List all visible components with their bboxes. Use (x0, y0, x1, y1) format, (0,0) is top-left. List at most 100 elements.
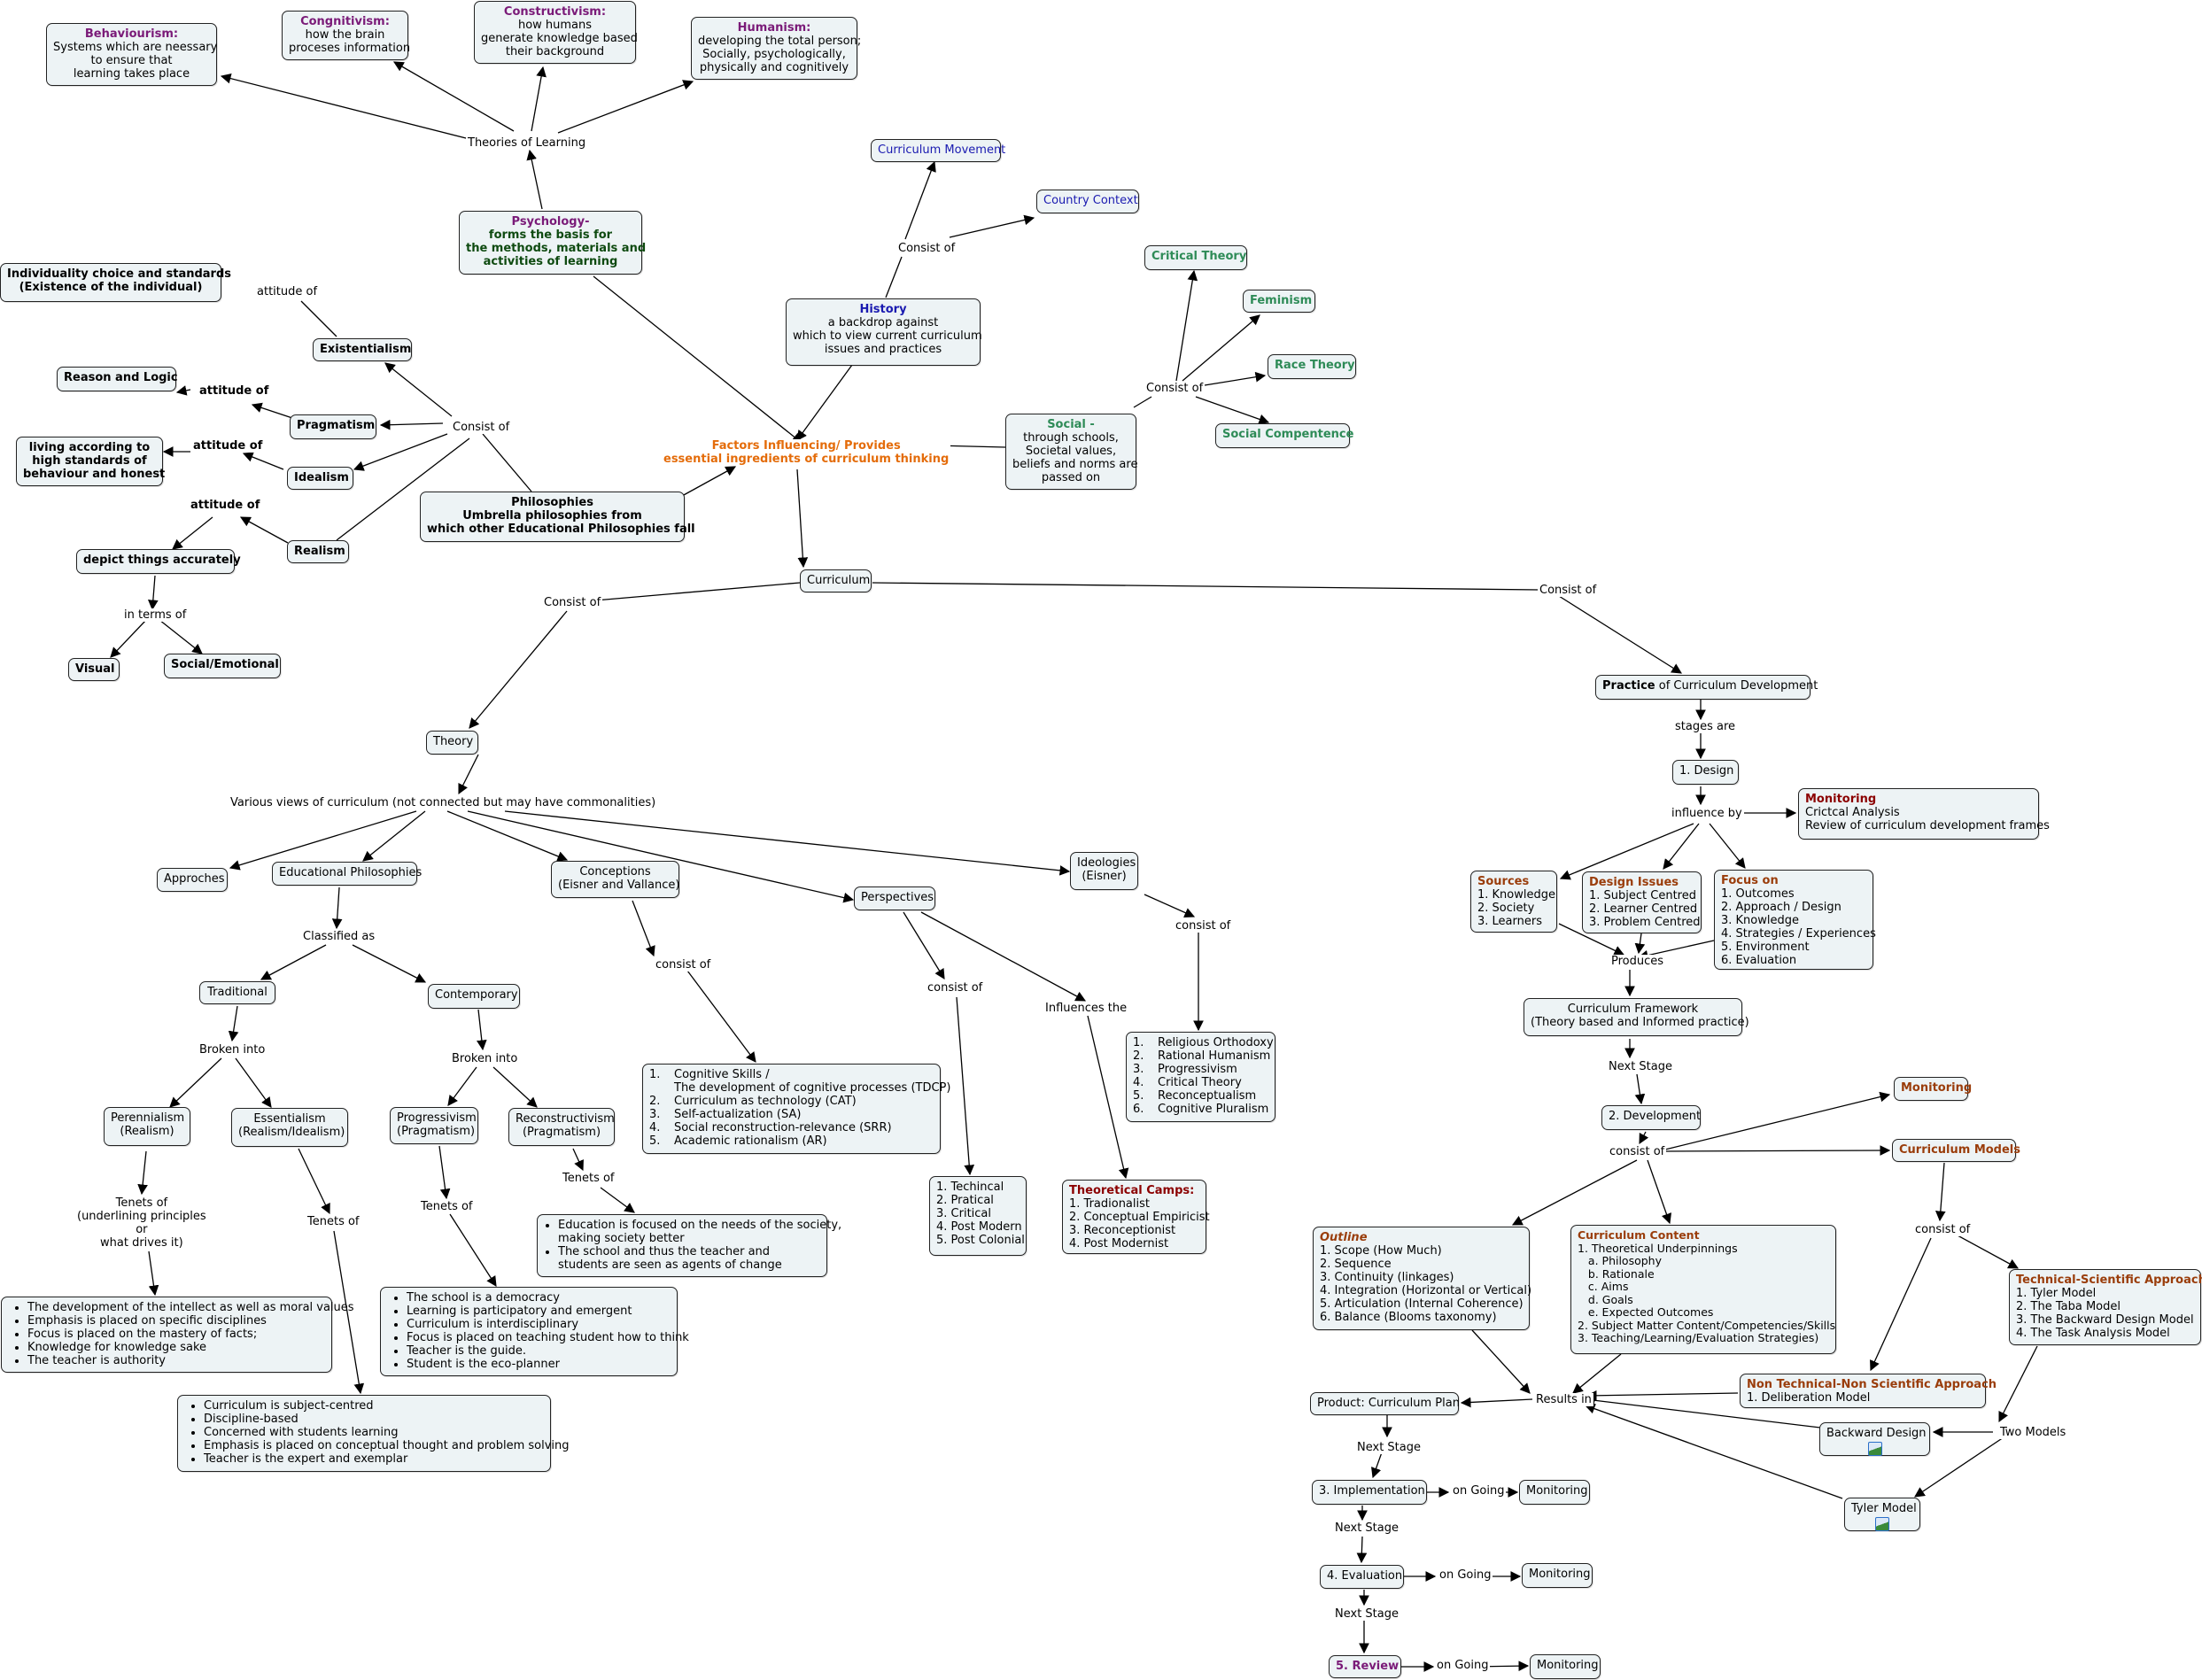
social-emotional-node[interactable]: Social/Emotional (164, 654, 281, 678)
monitoring-design-box[interactable]: Monitoring Crictcal Analysis Review of c… (1798, 788, 2050, 840)
node-text: Social Compentence (1222, 428, 1354, 441)
tyler-model-node[interactable]: Tyler Model (1844, 1498, 1920, 1531)
curriculum-movement-node[interactable]: Curriculum Movement (871, 139, 1005, 162)
connector-line (384, 362, 453, 417)
evaluation-stage-node[interactable]: 4. Evaluation (1320, 1565, 1404, 1589)
psychology-node[interactable]: Psychology- forms the basis for the meth… (459, 211, 646, 275)
tenet-item: Focus is placed on the mastery of facts; (27, 1328, 325, 1341)
connector-line (593, 275, 802, 444)
philosophies-node[interactable]: Philosophies Umbrella philosophies from … (420, 492, 695, 542)
list-item: 6. Evaluation (1721, 954, 1797, 967)
connector-line (477, 1009, 487, 1051)
list-item: 1. Outcomes (1721, 887, 1795, 901)
backward-design-node[interactable]: Backward Design (1819, 1422, 1930, 1456)
node-text: Umbrella philosophies from (462, 509, 642, 523)
traditional-node[interactable]: Traditional (199, 981, 275, 1004)
curriculum-consist-left-label: Consist of (542, 596, 603, 609)
approches-node[interactable]: Approches (157, 868, 228, 892)
pragmatism-node[interactable]: Pragmatism (290, 414, 376, 439)
country-context-node[interactable]: Country Context (1036, 190, 1139, 213)
box-title: Focus on (1721, 874, 1779, 887)
idealism-node[interactable]: Idealism (287, 467, 353, 490)
perennialism-node[interactable]: Perennialism (Realism) (104, 1107, 190, 1146)
connector-line (1182, 314, 1260, 382)
node-text: how the brain (305, 28, 385, 42)
curriculum-framework-node[interactable]: Curriculum Framework (Theory based and I… (1524, 998, 1749, 1036)
product-curriculum-plan-node[interactable]: Product: Curriculum Plan (1310, 1392, 1460, 1415)
item-number: 1. (1133, 1036, 1144, 1049)
node-text: high standards of (32, 454, 147, 468)
behaviourism-node[interactable]: Behaviourism: Systems which are neessary… (46, 23, 217, 86)
list-item: 2.Rational Humanism (1133, 1049, 1270, 1063)
image-attachment-icon[interactable] (1875, 1517, 1889, 1531)
curriculum-models-node[interactable]: Curriculum Models (1892, 1139, 2020, 1162)
review-stage-node[interactable]: 5. Review (1329, 1655, 1401, 1678)
image-attachment-icon[interactable] (1867, 1442, 1882, 1456)
connector-line (1371, 1452, 1383, 1479)
connector-line (446, 810, 569, 862)
reconstructivism-node[interactable]: Reconstructivism (Pragmatism) (508, 1108, 615, 1146)
social-node[interactable]: Social - through schools, Societal value… (1005, 414, 1137, 490)
node-text: developing the total person; (698, 35, 862, 48)
practice-node[interactable]: Practice of Curriculum Development (1595, 675, 1818, 700)
list-item: 5.Reconceptualism (1133, 1089, 1268, 1103)
monitoring-development-node[interactable]: Monitoring (1894, 1077, 1972, 1101)
connector-line (1663, 823, 1700, 870)
connector-line (1634, 1073, 1646, 1105)
list-item: 1. Deliberation Model (1747, 1391, 1871, 1405)
feminism-node[interactable]: Feminism (1243, 290, 1315, 313)
connector-line (1584, 1404, 1843, 1499)
node-text: of Curriculum Development (1655, 679, 1818, 693)
history-node[interactable]: History a backdrop against which to view… (786, 298, 982, 366)
development-consist-label: consist of (1608, 1145, 1667, 1158)
development-stage-node[interactable]: 2. Development (1601, 1105, 1701, 1130)
connector-line (353, 433, 448, 471)
living-standards-node[interactable]: living according to high standards of be… (16, 437, 166, 486)
humanism-node[interactable]: Humanism: developing the total person; S… (691, 17, 862, 80)
essentialism-node[interactable]: Essentialism (Realism/Idealism) (231, 1108, 348, 1147)
list-item: 3. Critical (936, 1207, 992, 1220)
realism-node[interactable]: Realism (287, 540, 349, 563)
ideologies-node[interactable]: Ideologies (Eisner) (1070, 852, 1138, 890)
social-competence-node[interactable]: Social Compentence (1215, 423, 1354, 448)
node-text: Tyler Model (1851, 1502, 1917, 1515)
node-text: (Eisner and Vallance) (558, 879, 680, 892)
existentialism-node[interactable]: Existentialism (313, 338, 412, 361)
tenet-item: Student is the eco-planner (407, 1358, 671, 1371)
item-text: Curriculum as technology (CAT) (674, 1095, 857, 1108)
depict-accurately-node[interactable]: depict things accurately (76, 549, 241, 574)
node-text: Curriculum Models (1899, 1143, 2021, 1157)
contemporary-node[interactable]: Contemporary (428, 984, 520, 1009)
list-item: 2. Approach / Design (1721, 901, 1841, 914)
perspectives-list-box: 1. Techincal 2. Pratical 3. Critical 4. … (929, 1176, 1027, 1256)
educational-philosophies-node[interactable]: Educational Philosophies (272, 862, 422, 886)
race-theory-node[interactable]: Race Theory (1268, 354, 1356, 379)
connector-line (949, 214, 1035, 238)
node-title: History (859, 303, 907, 316)
design-stage-node[interactable]: 1. Design (1672, 760, 1739, 785)
list-item: 1. Subject Centred (1589, 889, 1696, 902)
individuality-node[interactable]: Individuality choice and standards (Exis… (0, 263, 231, 302)
connector-line (362, 810, 426, 862)
monitoring-1-node[interactable]: Monitoring (1519, 1480, 1590, 1505)
theory-node[interactable]: Theory (426, 731, 478, 755)
progressivism-node[interactable]: Progressivism (Pragmatism) (390, 1107, 478, 1144)
perspectives-node[interactable]: Perspectives (854, 886, 935, 910)
tenet-item: Teacher is the guide. (407, 1344, 671, 1358)
implementation-stage-node[interactable]: 3. Implementation (1312, 1480, 1427, 1505)
reason-logic-node[interactable]: Reason and Logic (57, 367, 178, 391)
curriculum-node[interactable]: Curriculum (800, 569, 872, 592)
monitoring-2-node[interactable]: Monitoring (1522, 1563, 1593, 1588)
conceptions-node[interactable]: Conceptions (Eisner and Vallance) (551, 861, 679, 898)
node-text: behaviour and honest (23, 468, 166, 481)
cognitivism-node[interactable]: Congnitivism: how the brain proceses inf… (282, 11, 410, 60)
models-consist-label: consist of (1913, 1223, 1973, 1236)
constructivism-node[interactable]: Constructivism: how humans generate know… (474, 1, 638, 64)
node-title: Behaviourism: (84, 27, 179, 41)
monitoring-3-node[interactable]: Monitoring (1530, 1654, 1601, 1679)
visual-node[interactable]: Visual (68, 658, 120, 681)
tenet-item: Knowledge for knowledge sake (27, 1341, 325, 1354)
item-number: 2. (649, 1095, 661, 1108)
critical-theory-node[interactable]: Critical Theory (1144, 245, 1247, 270)
essentialism-tenets-box: Curriculum is subject-centredDiscipline-… (177, 1395, 570, 1472)
